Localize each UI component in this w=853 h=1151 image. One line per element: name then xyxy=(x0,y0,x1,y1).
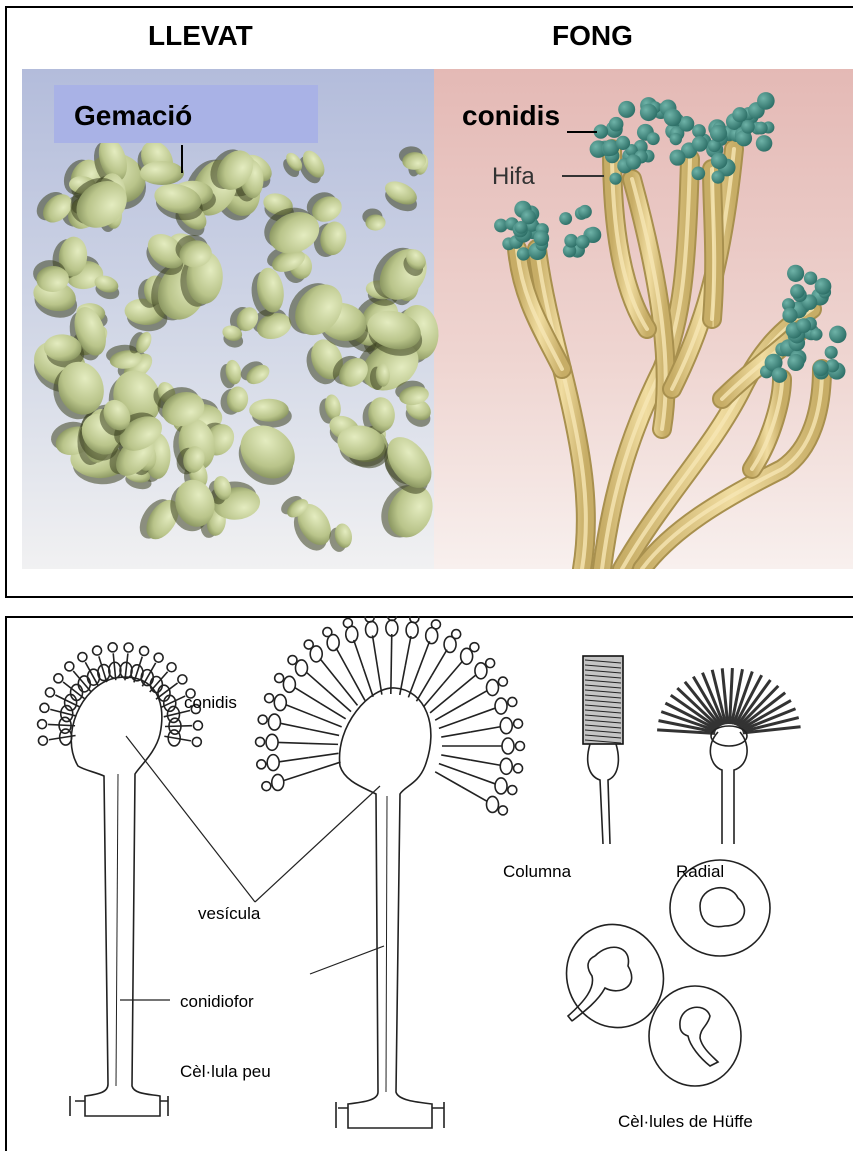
diagram-pointers xyxy=(120,736,384,1000)
middle-conidiophore xyxy=(256,616,525,1128)
hypha-label: Hifa xyxy=(492,163,535,190)
vesicle-label: vesícula xyxy=(198,904,260,924)
column-label: Columna xyxy=(503,862,571,882)
yeast-heading: LLEVAT xyxy=(148,20,253,52)
hulle-cells xyxy=(552,860,770,1086)
conidiophore-label: conidiofor xyxy=(180,992,254,1012)
foot-cell-label: Cèl·lula peu xyxy=(180,1062,271,1082)
columnar-head xyxy=(583,656,623,844)
yeast-fungus-illustration: Gemació conidis Hifa xyxy=(22,69,853,569)
budding-label: Gemació xyxy=(74,100,192,131)
conidia-label: conidis xyxy=(462,100,560,131)
radial-label: Radial xyxy=(676,862,724,882)
fungus-heading: FONG xyxy=(552,20,633,52)
left-conidiophore xyxy=(38,643,203,1116)
conidia-diagram-label: conidis xyxy=(184,693,237,713)
hulle-cells-label: Cèl·lules de Hüffe xyxy=(618,1112,753,1132)
radial-head xyxy=(657,668,800,844)
conidiophore-diagram xyxy=(0,616,853,1151)
